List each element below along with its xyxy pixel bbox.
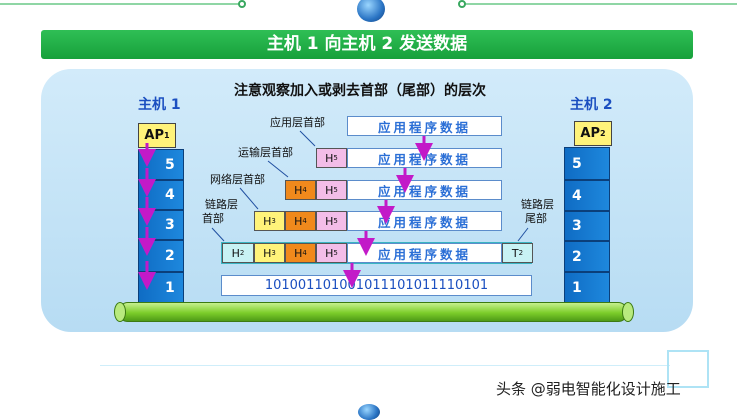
cable-end-left: [114, 302, 126, 322]
globe-icon: [357, 0, 385, 22]
physical-cable: [118, 302, 628, 322]
top-decor-line-right: [464, 3, 737, 5]
corner-box: [667, 350, 709, 388]
host2-label: 主机 2: [570, 97, 613, 113]
watermark: 头条 @弱电智能化设计施工: [496, 380, 681, 398]
label-app-header: 应用层首部: [270, 116, 325, 129]
bit-stream: 101001101001011101011110101: [221, 275, 532, 296]
row3-app-data: 应用程序数据: [347, 180, 502, 200]
label-link-trailer-2: 尾部: [525, 212, 547, 225]
slide-title: 主机 1 向主机 2 发送数据: [41, 30, 693, 59]
bottom-decor-line: [100, 365, 670, 366]
top-decor-dot-right: [458, 0, 466, 8]
pointer-link-header: [211, 227, 225, 242]
pointer-link-trailer: [517, 227, 529, 242]
cable-end-right: [622, 302, 634, 322]
label-link-trailer-1: 链路层: [521, 198, 554, 211]
pointer-app-header: [299, 130, 316, 147]
host2-layer-5: 5: [564, 147, 610, 180]
label-transport-header: 运输层首部: [238, 146, 293, 159]
host2-layer-4: 4: [564, 180, 610, 211]
row5-app-data: 应用程序数据: [347, 243, 502, 263]
diagram-subtitle: 注意观察加入或剥去首部（尾部）的层次: [234, 83, 486, 99]
label-link-header-1: 链路层: [205, 198, 238, 211]
host2-layer-2: 2: [564, 241, 610, 272]
pointer-transport-header: [267, 160, 289, 178]
pointer-network-header: [239, 187, 259, 210]
host1-label: 主机 1: [138, 97, 181, 113]
label-network-header: 网络层首部: [210, 173, 265, 186]
row1-app-data: 应用程序数据: [347, 116, 502, 136]
globe-icon: [358, 404, 380, 420]
top-decor-dot-left: [238, 0, 246, 8]
label-link-header-2: 首部: [202, 212, 224, 225]
top-decor-line-left: [0, 3, 244, 5]
host2-layer-3: 3: [564, 211, 610, 241]
